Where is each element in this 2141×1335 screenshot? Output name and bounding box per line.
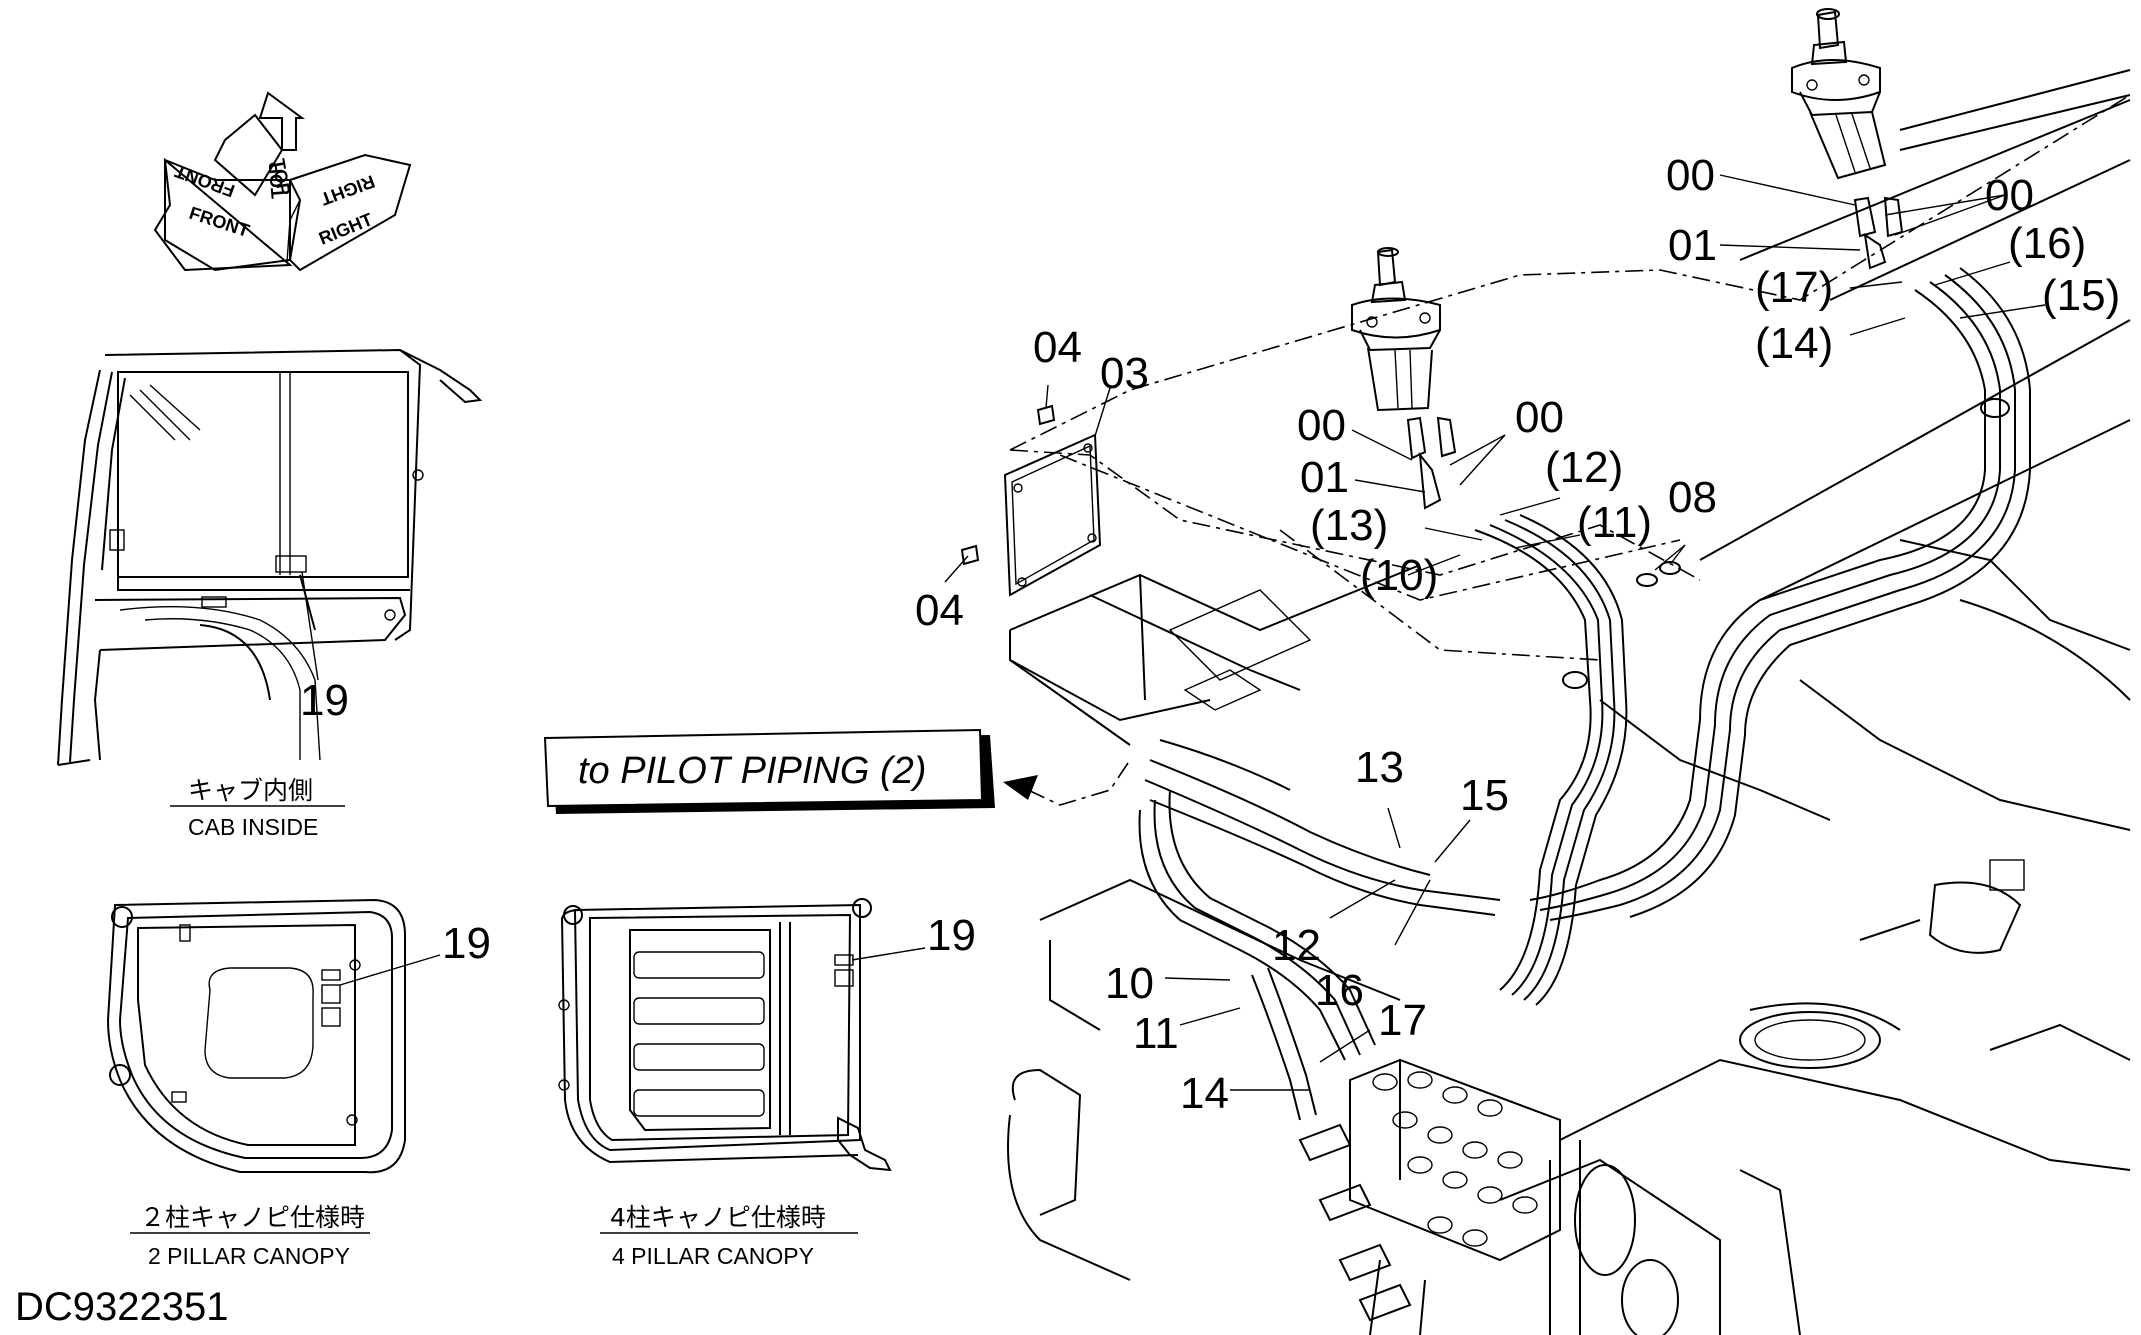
two-pillar-label-jp: ２柱キャノピ仕様時: [140, 1203, 365, 1232]
cover-plate: [960, 404, 1681, 597]
four-pillar-part-19: 19: [927, 911, 976, 960]
right-pilot-valve: [1791, 8, 1904, 270]
callout-00-right-b: 00: [1985, 171, 2034, 220]
callout-11: 11: [1133, 1009, 1179, 1058]
orientation-front-mirror: FRONT: [172, 161, 237, 201]
note-to-pilot-piping: to PILOT PIPING (2): [543, 728, 1131, 814]
cab-inside-label-jp: キャブ内側: [188, 776, 313, 805]
callout-leaders: [944, 174, 2046, 1091]
callout-11-paren: (11): [1577, 498, 1652, 547]
callout-01-left: 01: [1300, 453, 1349, 502]
left-pilot-valve: [1351, 247, 1457, 510]
callout-15-paren: (15): [2042, 271, 2120, 320]
callout-15: 15: [1460, 771, 1509, 820]
callout-13-paren: (13): [1310, 501, 1388, 550]
callout-00-left-a: 00: [1297, 401, 1346, 450]
note-to-pilot-piping-text: to PILOT PIPING (2): [578, 750, 926, 792]
cab-inside-label-en: CAB INSIDE: [188, 814, 318, 840]
two-pillar-canopy-view: 19 ２柱キャノピ仕様時 2 PILLAR CANOPY: [106, 898, 491, 1269]
four-pillar-canopy-view: 19 4柱キャノピ仕様時 4 PILLAR CANOPY: [558, 898, 976, 1269]
callout-10: 10: [1105, 959, 1154, 1008]
callout-16-paren: (16): [2008, 219, 2086, 268]
callout-04-bottom: 04: [915, 586, 964, 635]
callout-01-right: 01: [1668, 221, 1717, 270]
four-pillar-label-jp: 4柱キャノピ仕様時: [610, 1203, 826, 1232]
callout-14-paren: (14): [1755, 319, 1833, 368]
cab-inside-part-19: 19: [300, 676, 349, 725]
four-pillar-label-en: 4 PILLAR CANOPY: [612, 1243, 814, 1269]
two-pillar-part-19: 19: [442, 919, 491, 968]
callout-14: 14: [1180, 1069, 1229, 1118]
callout-13: 13: [1355, 743, 1404, 792]
callout-16: 16: [1315, 966, 1364, 1015]
orientation-top-mirror: TOP: [265, 161, 288, 199]
callout-12: 12: [1272, 921, 1321, 970]
pilot-hoses: [1138, 267, 2031, 1121]
orientation-symbol: FRONT FRONT TOP TOP RIGHT RIGHT: [153, 91, 412, 272]
control-valve: [1298, 1058, 1561, 1335]
two-pillar-label-en: 2 PILLAR CANOPY: [148, 1243, 350, 1269]
callout-00-left-b: 00: [1515, 393, 1564, 442]
orientation-right-mirror: RIGHT: [318, 171, 377, 209]
main-assembly: [1007, 69, 2131, 1335]
callout-04-top: 04: [1033, 323, 1082, 372]
document-id: DC9322351: [15, 1285, 229, 1329]
callout-03: 03: [1100, 349, 1149, 398]
cab-inside-view: 19 キャブ内側 CAB INSIDE: [57, 348, 483, 840]
callout-17: 17: [1378, 996, 1427, 1045]
callout-00-right-a: 00: [1666, 151, 1715, 200]
callout-08: 08: [1668, 473, 1717, 522]
callout-labels: 00 01 00 00 01 00 (16) (17) (15) (14) 03…: [915, 151, 2120, 1118]
callout-10-paren: (10): [1360, 551, 1438, 600]
callout-17-paren: (17): [1755, 263, 1833, 312]
orientation-front-label: FRONT: [187, 203, 252, 241]
callout-12-paren: (12): [1545, 443, 1623, 492]
